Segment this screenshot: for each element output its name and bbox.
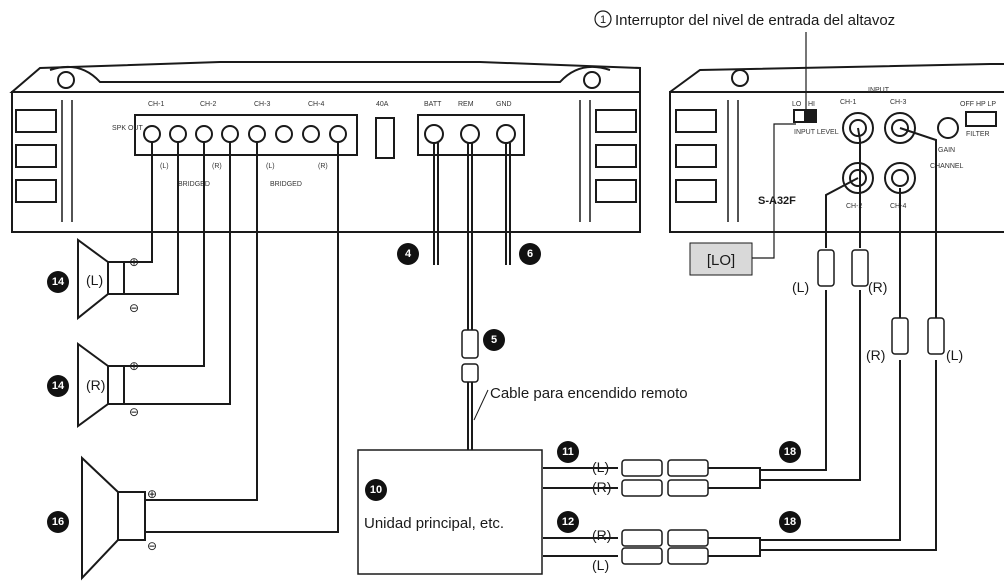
rca-mid-l: (L) [946, 347, 963, 363]
lo-box-label: [LO] [707, 252, 735, 269]
power-terminals [424, 124, 516, 144]
speaker-terminals [143, 125, 347, 143]
rca-top-r: (R) [868, 279, 887, 295]
ch-l2-label: (L) [266, 163, 275, 170]
callout-input-switch: 1 Interruptor del nivel de entrada del a… [594, 10, 895, 112]
ch1-label: CH-1 [148, 101, 164, 108]
input-label: INPUT [868, 87, 890, 94]
rca-ch2-label: CH-2 [846, 203, 862, 210]
marker-18b: 18 [784, 516, 796, 528]
model-label: S-A32F [758, 195, 796, 207]
hu12-r: (R) [592, 527, 611, 543]
ch-r-label: (R) [212, 163, 222, 170]
minus-symbol-3: ⊖ [147, 539, 157, 553]
markers: 4 5 6 10 11 12 14 14 16 18 18 [47, 243, 801, 533]
marker-14b: 14 [52, 380, 65, 392]
ch-l-label: (L) [160, 163, 169, 170]
right-amplifier [669, 63, 1004, 233]
rca-ch3-label: CH-3 [890, 99, 906, 106]
lo-box [689, 242, 753, 276]
ch-r2-label: (R) [318, 163, 328, 170]
marker-11: 11 [562, 446, 574, 458]
spk14b-label: (R) [86, 377, 105, 393]
gnd-label: GND [496, 101, 512, 108]
rca-ch4-label: CH-4 [890, 203, 906, 210]
hu11-r: (R) [592, 479, 611, 495]
minus-symbol-2: ⊖ [129, 405, 139, 419]
marker-10: 10 [370, 484, 382, 496]
plus-symbol-3: ⊕ [147, 487, 157, 501]
marker-18a: 18 [784, 446, 796, 458]
head-unit-box [357, 449, 543, 575]
filter-label: FILTER [966, 131, 990, 138]
marker-4: 4 [405, 248, 412, 260]
input-level-label: INPUT LEVEL [794, 129, 839, 136]
callout-number: 1 [600, 14, 606, 26]
plus-symbol-2: ⊕ [129, 359, 139, 373]
bridged-1-label: BRIDGED [178, 181, 210, 188]
speaker-14a [77, 238, 125, 321]
gain-label: GAIN [938, 147, 955, 154]
ch2-label: CH-2 [200, 101, 216, 108]
filter-opts-label: OFF HP LP [960, 101, 996, 108]
remote-cable-label: Cable para encendido remoto [490, 385, 688, 402]
hi-label: HI [808, 101, 815, 108]
rem-label: REM [458, 101, 474, 108]
hu12-l: (L) [592, 557, 609, 573]
marker-6: 6 [527, 248, 533, 260]
minus-symbol-1: ⊖ [129, 301, 139, 315]
marker-14a: 14 [52, 276, 65, 288]
lo-label: LO [792, 101, 802, 108]
ch3-label: CH-3 [254, 101, 270, 108]
marker-5: 5 [491, 334, 497, 346]
callout-circle [594, 10, 612, 28]
marker-12: 12 [562, 516, 574, 528]
rca-extensions [708, 467, 761, 557]
batt-label: BATT [424, 101, 442, 108]
left-amplifier [9, 61, 641, 233]
input-switch-callout: Interruptor del nivel de entrada del alt… [615, 12, 895, 29]
speaker-16 [81, 455, 146, 581]
plus-symbol-1: ⊕ [129, 255, 139, 269]
rca-mid-r: (R) [866, 347, 885, 363]
marker-16: 16 [52, 516, 64, 528]
rca-plugs [461, 249, 945, 565]
ch4-label: CH-4 [308, 101, 324, 108]
hu11-l: (L) [592, 459, 609, 475]
channel-label: CHANNEL [930, 163, 964, 170]
speaker-14b [77, 342, 125, 428]
head-unit-label: Unidad principal, etc. [364, 515, 504, 532]
spk-out-label: SPK OUT [112, 125, 143, 132]
rca-top-l: (L) [792, 279, 809, 295]
bridged-2-label: BRIDGED [270, 181, 302, 188]
fuse-label: 40A [376, 101, 389, 108]
wires [124, 127, 937, 557]
spk14a-label: (L) [86, 272, 103, 288]
rca-ch1-label: CH-1 [840, 99, 856, 106]
